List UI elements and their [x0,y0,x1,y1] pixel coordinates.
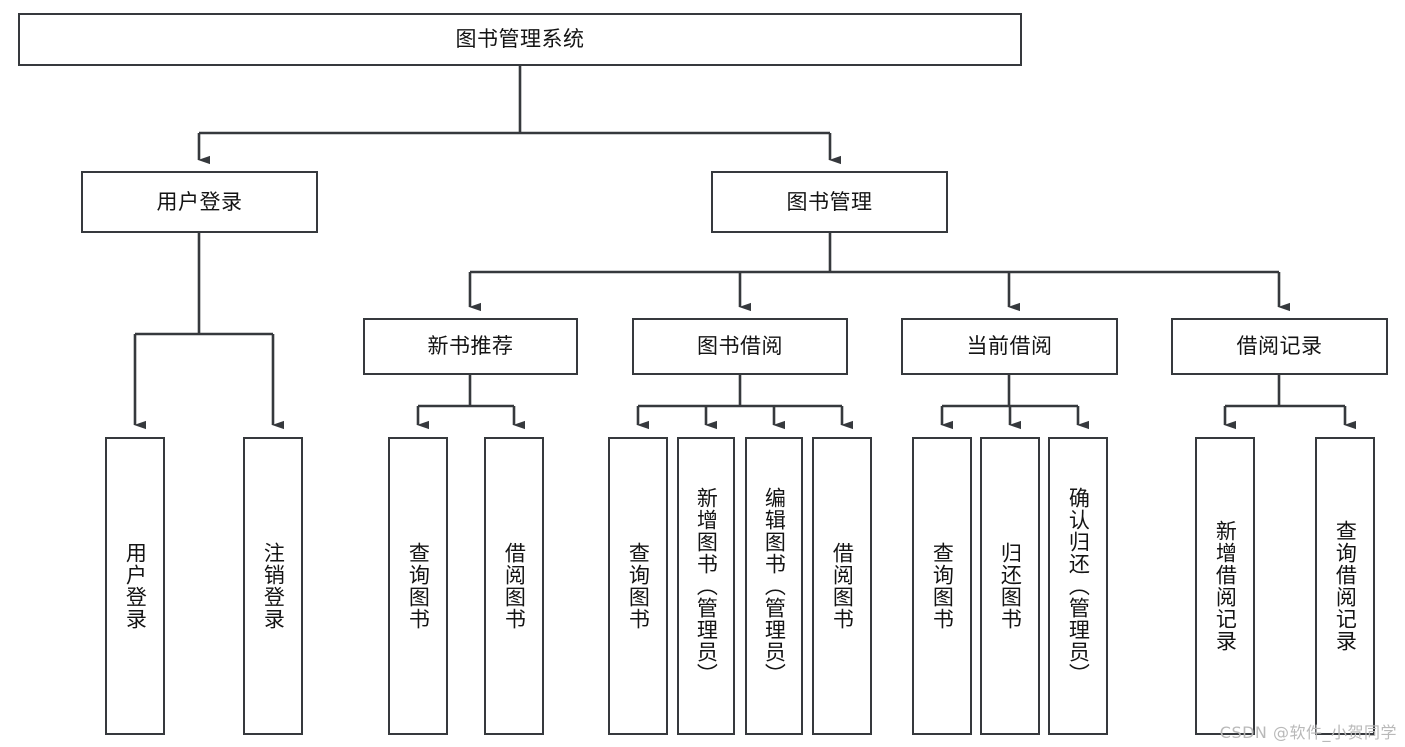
node-label: 查询图书 [406,542,431,630]
node-leaf-confirm-return-admin[interactable]: 确认归还（管理员） [1048,437,1108,735]
node-label: 用户登录 [156,189,243,214]
node-label: 编辑图书（管理员） [762,487,787,685]
node-label: 借阅图书 [830,542,855,630]
node-label: 归还图书 [998,542,1023,630]
node-root-book-management-system[interactable]: 图书管理系统 [18,13,1022,66]
node-borrow-record[interactable]: 借阅记录 [1171,318,1388,375]
node-leaf-borrow-book-recommend[interactable]: 借阅图书 [484,437,544,735]
node-leaf-query-borrow-record[interactable]: 查询借阅记录 [1315,437,1375,735]
node-label: 新增图书（管理员） [694,487,719,685]
node-label: 新增借阅记录 [1213,520,1238,652]
node-leaf-query-book-borrow[interactable]: 查询图书 [608,437,668,735]
node-leaf-edit-book-admin[interactable]: 编辑图书（管理员） [745,437,803,735]
node-leaf-logout-login[interactable]: 注销登录 [243,437,303,735]
node-label: 查询借阅记录 [1333,520,1358,652]
node-label: 图书管理 [786,189,873,214]
node-label: 借阅图书 [502,542,527,630]
node-leaf-add-book-admin[interactable]: 新增图书（管理员） [677,437,735,735]
node-label: 图书借阅 [697,334,783,359]
node-label: 注销登录 [261,542,286,630]
node-label: 图书管理系统 [455,27,585,52]
node-label: 当前借阅 [966,334,1053,359]
node-label: 新书推荐 [427,334,514,359]
node-leaf-add-borrow-record[interactable]: 新增借阅记录 [1195,437,1255,735]
node-current-borrow[interactable]: 当前借阅 [901,318,1118,375]
node-leaf-user-login[interactable]: 用户登录 [105,437,165,735]
node-label: 用户登录 [123,542,148,630]
node-leaf-return-book[interactable]: 归还图书 [980,437,1040,735]
node-label: 借阅记录 [1236,334,1323,359]
node-book-borrow[interactable]: 图书借阅 [632,318,848,375]
node-leaf-query-book-current[interactable]: 查询图书 [912,437,972,735]
node-leaf-borrow-book[interactable]: 借阅图书 [812,437,872,735]
node-label: 查询图书 [930,542,955,630]
watermark-text: CSDN @软件_小贺同学 [1219,723,1397,742]
node-label: 确认归还（管理员） [1066,487,1091,685]
node-user-login[interactable]: 用户登录 [81,171,318,233]
node-leaf-query-book-recommend[interactable]: 查询图书 [388,437,448,735]
node-label: 查询图书 [626,542,651,630]
node-new-book-recommend[interactable]: 新书推荐 [363,318,578,375]
node-book-manage[interactable]: 图书管理 [711,171,948,233]
